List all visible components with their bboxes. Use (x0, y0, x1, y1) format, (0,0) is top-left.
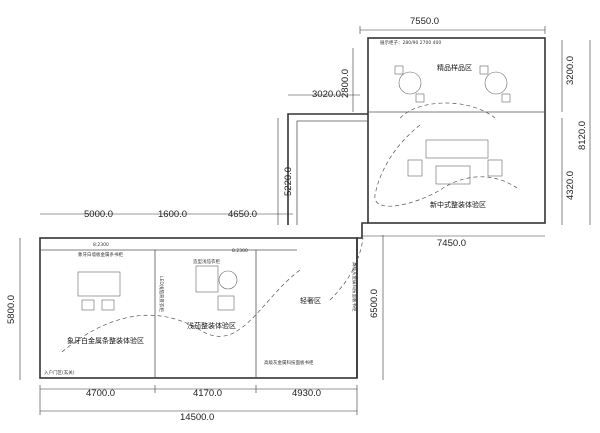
zone-jingpin: 精品样品区 (437, 63, 472, 72)
note-vertical-right: 高级灰金属科技面板书柜 (351, 262, 358, 312)
dimension-lines (19, 26, 591, 415)
dim-right-lower: 4320.0 (565, 171, 576, 200)
zone-qianqian: 浅茄整装体验区 (187, 321, 236, 330)
note-wall-b: 8:2300 (93, 242, 109, 248)
dim-upper-left: 2800.0 (340, 69, 351, 98)
dim-right-total: 8120.0 (577, 121, 588, 150)
dim-bottom-b: 4170.0 (193, 388, 222, 399)
note-ivory-wall: 象牙白墙板金属条书柜 (78, 251, 123, 258)
note-wall-b2: 8:2300 (232, 248, 248, 254)
dim-corridor-height: 5220.0 (283, 167, 294, 196)
small-annotations: 展示柜子：280/90 2700 400 象牙白墙板金属条书柜 8:2300 8… (44, 39, 441, 376)
furniture (77, 65, 511, 311)
dim-mid-right: 7450.0 (437, 238, 466, 249)
dim-left-top-c: 4650.0 (228, 209, 257, 220)
note-bottom: 高级灰金属科技面板书柜 (264, 359, 314, 366)
dim-bottom-total: 14500.0 (180, 412, 214, 423)
walls (39, 37, 546, 379)
dim-corridor: 3020.0 (312, 89, 341, 100)
zone-labels: 精品样品区 新中式整装体验区 轻奢区 浅茄整装体验区 象牙白金属条整装体验区 (67, 63, 486, 345)
zone-qingshe: 轻奢区 (300, 296, 321, 305)
note-top: 展示柜子：280/90 2700 400 (380, 39, 441, 46)
dim-left-top-a: 5000.0 (84, 209, 113, 220)
zone-xinzhongshi: 新中式整装体验区 (430, 200, 486, 209)
dim-left-height: 5800.0 (6, 295, 17, 324)
circulation-path (61, 102, 521, 353)
zone-xiangya: 象牙白金属条整装体验区 (67, 336, 144, 345)
note-qianqian-top: 造型浅茄衣柜 (193, 258, 220, 265)
dim-bottom-right: 6500.0 (369, 289, 380, 318)
dim-bottom-a: 4700.0 (86, 388, 115, 399)
note-entrance: 入户门区(玄关) (44, 369, 75, 376)
dim-bottom-c: 4930.0 (292, 388, 321, 399)
dim-left-top-b: 1600.0 (158, 209, 187, 220)
dim-top-width: 7550.0 (410, 16, 439, 27)
note-vertical-left: LED浅茄背景衣柜 (158, 276, 165, 312)
dimension-labels: 7550.0 3200.0 2800.0 3020.0 8120.0 4320.… (6, 16, 588, 423)
dim-upper-right: 3200.0 (565, 56, 576, 85)
